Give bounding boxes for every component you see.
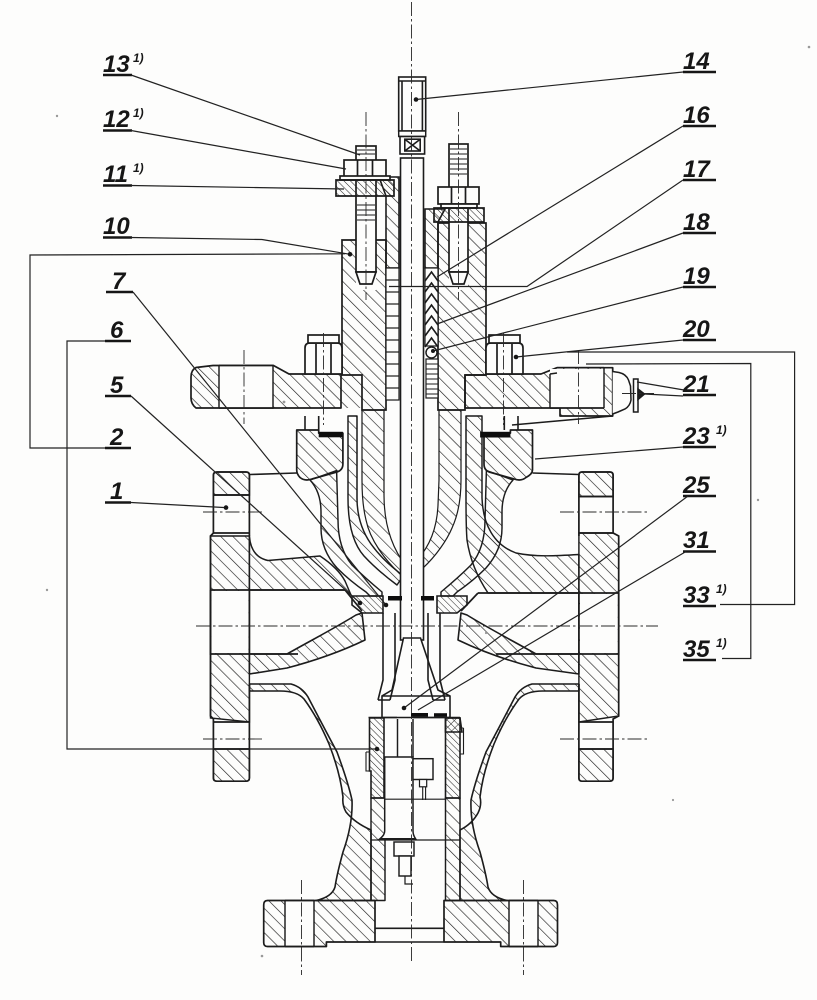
svg-text:14: 14 — [683, 48, 710, 75]
svg-text:1): 1) — [133, 51, 144, 65]
svg-text:13: 13 — [103, 51, 130, 78]
svg-text:21: 21 — [682, 371, 710, 398]
svg-text:6: 6 — [110, 317, 124, 344]
svg-text:1): 1) — [716, 636, 727, 650]
svg-text:18: 18 — [683, 209, 710, 236]
svg-text:19: 19 — [683, 263, 710, 290]
svg-text:25: 25 — [682, 472, 710, 499]
svg-text:17: 17 — [683, 156, 711, 183]
svg-text:35: 35 — [683, 636, 710, 663]
svg-text:23: 23 — [682, 423, 710, 450]
svg-text:1): 1) — [133, 161, 144, 175]
svg-text:31: 31 — [683, 527, 710, 554]
svg-text:1): 1) — [133, 106, 144, 120]
svg-text:7: 7 — [112, 268, 127, 295]
svg-text:11: 11 — [103, 161, 128, 188]
svg-text:5: 5 — [110, 372, 124, 399]
svg-text:1): 1) — [716, 423, 727, 437]
svg-text:16: 16 — [683, 102, 710, 129]
svg-text:2: 2 — [109, 424, 124, 451]
svg-text:10: 10 — [103, 213, 130, 240]
svg-text:33: 33 — [683, 582, 710, 609]
svg-text:20: 20 — [682, 316, 710, 343]
svg-text:1: 1 — [110, 478, 123, 505]
svg-text:12: 12 — [103, 106, 130, 133]
svg-text:1): 1) — [716, 582, 727, 596]
